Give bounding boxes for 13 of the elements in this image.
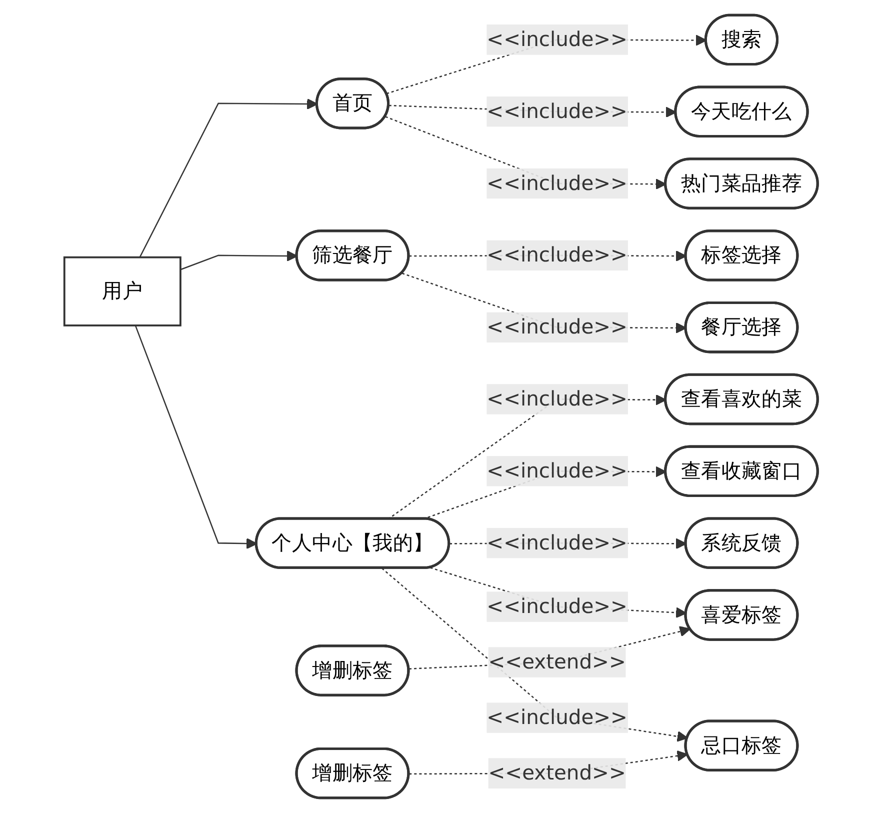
edge-label: <<include>> (486, 170, 628, 195)
edge-label: <<include>> (486, 705, 628, 730)
edge-label: <<include>> (486, 594, 628, 618)
edge-label: <<include>> (486, 314, 628, 339)
edge-label: <<include>> (486, 242, 628, 267)
edge-label: <<include>> (486, 458, 628, 483)
edge-label: <<include>> (486, 27, 628, 52)
edge-label: <<extend>> (488, 760, 626, 785)
edge-label: <<include>> (486, 530, 628, 554)
node-box: 用户 (63, 256, 182, 326)
edge-label: <<extend>> (488, 650, 626, 674)
edge-label: <<include>> (486, 386, 628, 411)
edge-label: <<include>> (486, 98, 628, 123)
